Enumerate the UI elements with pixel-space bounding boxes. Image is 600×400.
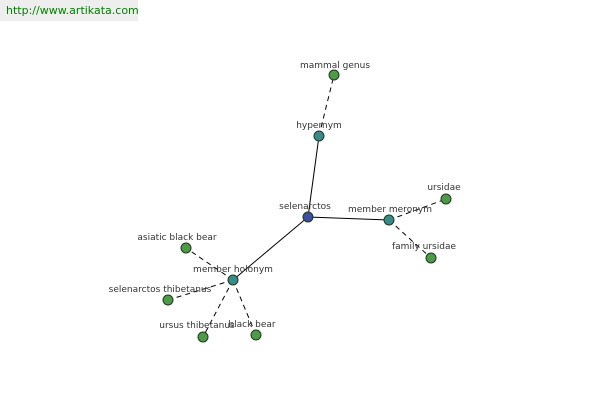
node-label: hypernym (296, 121, 342, 131)
node-selenarctos-thibetanus[interactable]: selenarctos thibetanus (109, 285, 212, 306)
node-family-ursidae[interactable]: family ursidae (392, 242, 456, 264)
node-dot[interactable] (383, 214, 395, 226)
node-mammal-genus[interactable]: mammal genus (300, 61, 370, 81)
node-dot[interactable] (440, 193, 452, 205)
node-dot[interactable] (227, 274, 239, 286)
node-label: selenarctos (279, 202, 331, 212)
source-link[interactable]: http://www.artikata.com (6, 4, 139, 17)
node-ursidae[interactable]: ursidae (427, 183, 461, 205)
edge-selenarctos-member-holonym (232, 216, 309, 281)
node-selenarctos[interactable]: selenarctos (279, 202, 331, 223)
edge-hypernym-mammal-genus (318, 74, 335, 137)
node-dot[interactable] (425, 252, 437, 264)
edge-member-holonym-black-bear (232, 279, 257, 336)
node-label: asiatic black bear (137, 233, 217, 243)
node-label: ursidae (427, 183, 461, 193)
node-label: ursus thibetanus (159, 321, 235, 331)
node-dot[interactable] (197, 331, 209, 343)
node-black-bear[interactable]: black bear (228, 320, 276, 341)
node-asiatic-black-bear[interactable]: asiatic black bear (137, 233, 217, 254)
node-label: member holonym (193, 265, 273, 275)
node-hypernym[interactable]: hypernym (296, 121, 342, 142)
source-banner: http://www.artikata.com (0, 0, 139, 21)
edge-member-holonym-selenarctos-thibetanus (167, 279, 234, 301)
node-dot[interactable] (302, 211, 314, 223)
graph-nodes: selenarctos hypernym member meronym member … (109, 61, 461, 343)
node-dot[interactable] (250, 329, 262, 341)
edge-member-holonym-ursus-thibetanus (202, 279, 234, 338)
node-label: black bear (228, 320, 276, 330)
node-member-meronym[interactable]: member meronym (348, 205, 432, 226)
edge-member-meronym-family-ursidae (388, 219, 432, 259)
node-label: selenarctos thibetanus (109, 285, 212, 295)
edge-member-holonym-asiatic-black-bear (185, 247, 234, 281)
node-ursus-thibetanus[interactable]: ursus thibetanus (159, 321, 235, 343)
node-label: family ursidae (392, 242, 456, 252)
edge-selenarctos-member-meronym (307, 216, 390, 221)
node-dot[interactable] (313, 130, 325, 142)
edge-selenarctos-hypernym (307, 135, 320, 218)
node-dot[interactable] (162, 294, 174, 306)
node-label: member meronym (348, 205, 432, 215)
edge-member-meronym-ursidae (388, 198, 447, 221)
node-dot[interactable] (180, 242, 192, 254)
node-dot[interactable] (328, 69, 340, 81)
graph-edges (167, 74, 447, 338)
node-label: mammal genus (300, 61, 370, 71)
node-member-holonym[interactable]: member holonym (193, 265, 273, 286)
